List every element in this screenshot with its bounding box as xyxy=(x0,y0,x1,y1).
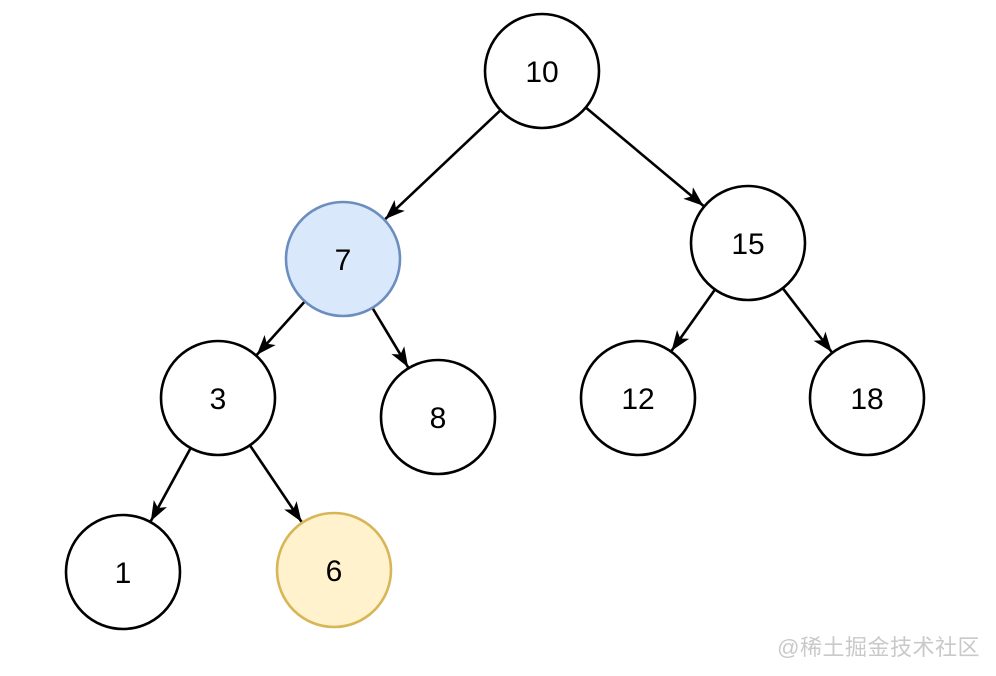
tree-node-label-15: 15 xyxy=(731,228,764,261)
watermark: @稀土掘金技术社区 xyxy=(777,635,980,660)
tree-node-circle-10 xyxy=(483,12,601,130)
tree-node-circle-1 xyxy=(64,513,182,631)
tree-node-8: 8 xyxy=(379,358,497,476)
tree-node-10: 10 xyxy=(483,12,601,130)
tree-node-label-8: 8 xyxy=(430,402,447,435)
tree-node-18: 18 xyxy=(808,339,926,457)
tree-node-circle-8 xyxy=(379,358,497,476)
tree-node-circle-7 xyxy=(284,200,402,318)
tree-node-label-6: 6 xyxy=(326,555,343,588)
tree-edge-7-8 xyxy=(371,307,410,368)
tree-node-1: 1 xyxy=(64,513,182,631)
tree-node-6: 6 xyxy=(275,511,393,629)
tree-node-label-1: 1 xyxy=(115,557,132,590)
tree-node-15: 15 xyxy=(689,184,807,302)
tree-node-label-3: 3 xyxy=(210,383,227,416)
tree-node-circle-15 xyxy=(689,184,807,302)
tree-edge-15-12 xyxy=(670,288,717,352)
tree-node-3: 3 xyxy=(159,339,277,457)
tree-node-label-10: 10 xyxy=(525,56,558,89)
tree-edge-10-15 xyxy=(584,106,705,207)
tree-edge-3-1 xyxy=(149,447,192,522)
tree-node-7: 7 xyxy=(284,200,402,318)
tree-node-circle-3 xyxy=(159,339,277,457)
tree-node-12: 12 xyxy=(579,339,697,457)
tree-node-label-12: 12 xyxy=(621,383,654,416)
tree-node-circle-6 xyxy=(275,511,393,629)
tree-node-label-7: 7 xyxy=(335,244,352,277)
tree-node-circle-12 xyxy=(579,339,697,457)
tree-edge-10-7 xyxy=(384,109,502,221)
tree-edge-7-3 xyxy=(255,300,306,356)
tree-edge-3-6 xyxy=(248,444,303,523)
tree-edge-15-18 xyxy=(781,287,833,353)
tree-node-label-18: 18 xyxy=(850,383,883,416)
tree-node-circle-18 xyxy=(808,339,926,457)
